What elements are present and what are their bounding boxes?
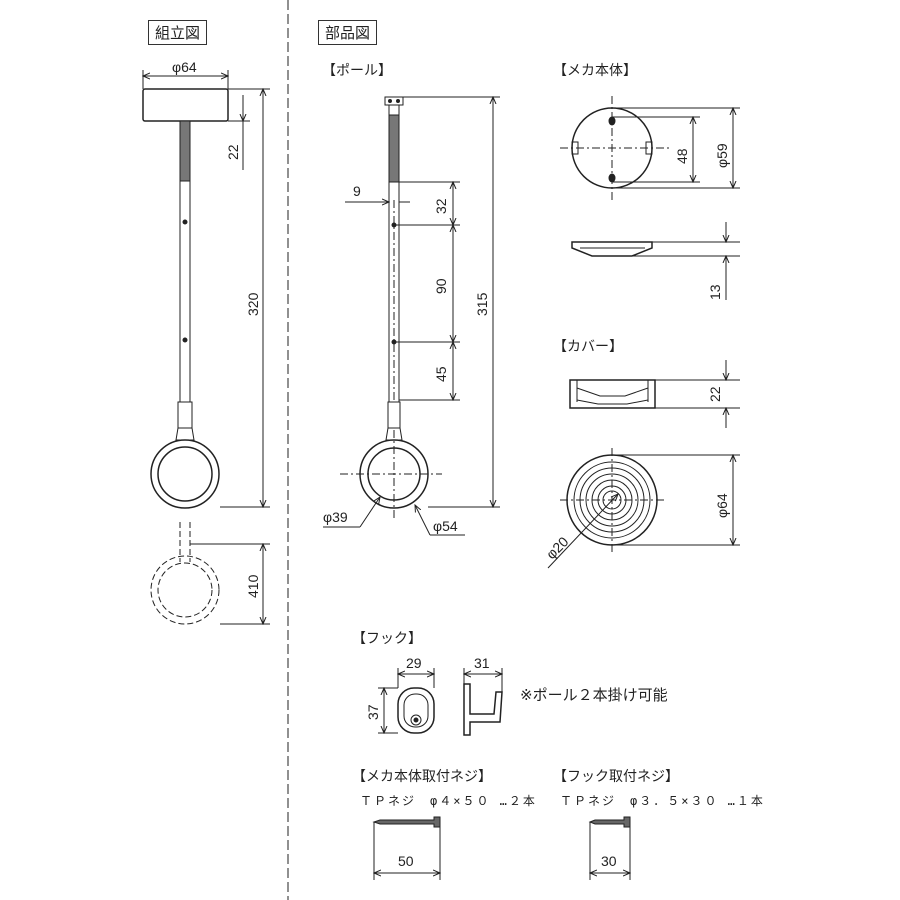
hook-screw-drawing xyxy=(588,816,630,880)
mecha-body-header: 【メカ本体】 xyxy=(553,63,637,79)
mecha-screw-drawing xyxy=(372,816,440,880)
dim-screw-30: 30 xyxy=(601,853,617,869)
two-pole-note: ※ポール２本掛け可能 xyxy=(520,686,668,704)
dim-cover-22: 22 xyxy=(707,386,723,402)
dim-pole-315: 315 xyxy=(474,292,490,316)
hook-side-view xyxy=(464,668,502,736)
dim-cover-phi20: φ20 xyxy=(543,533,572,562)
dim-pole-90: 90 xyxy=(433,278,449,294)
dim-hook-29: 29 xyxy=(406,655,422,671)
mecha-screw-header: 【メカ本体取付ネジ】 xyxy=(352,769,492,785)
dim-body-48: 48 xyxy=(674,148,690,164)
dim-pole-phi39: φ39 xyxy=(323,509,348,525)
dim-pole-32: 32 xyxy=(433,198,449,214)
pole-header: 【ポール】 xyxy=(322,63,392,79)
dim-body-13: 13 xyxy=(707,284,723,300)
dim-hook-31: 31 xyxy=(474,655,490,671)
dim-asm-phi64: φ64 xyxy=(172,59,197,75)
mecha-screw-spec: ＴＰネジ φ４×５０ …２本 xyxy=(360,794,537,808)
dim-screw-50: 50 xyxy=(398,853,414,869)
dim-cover-phi64: φ64 xyxy=(714,493,730,518)
dim-pole-45: 45 xyxy=(433,366,449,382)
hook-screw-spec: ＴＰネジ φ３．５×３０ …１本 xyxy=(560,794,765,808)
hook-header: 【フック】 xyxy=(352,631,422,647)
dim-asm-320: 320 xyxy=(245,292,261,316)
mecha-body-top-view xyxy=(560,96,740,200)
dim-asm-22: 22 xyxy=(225,144,241,160)
assembly-section-label: 組立図 xyxy=(148,20,208,45)
cover-side-view xyxy=(569,360,740,428)
pole-drawing xyxy=(323,97,500,536)
dim-asm-410: 410 xyxy=(245,574,261,598)
dim-pole-9: 9 xyxy=(353,183,361,199)
hook-screw-header: 【フック取付ネジ】 xyxy=(553,769,679,785)
mecha-body-side-view xyxy=(571,222,740,300)
hook-front-view xyxy=(378,668,434,733)
dim-pole-phi54: φ54 xyxy=(433,518,458,534)
cover-header: 【カバー】 xyxy=(553,339,623,355)
dim-body-phi59: φ59 xyxy=(714,143,730,168)
cover-top-view xyxy=(547,448,740,569)
dim-hook-37: 37 xyxy=(365,704,381,720)
assembly-drawing xyxy=(143,70,270,624)
parts-section-label: 部品図 xyxy=(318,20,378,45)
